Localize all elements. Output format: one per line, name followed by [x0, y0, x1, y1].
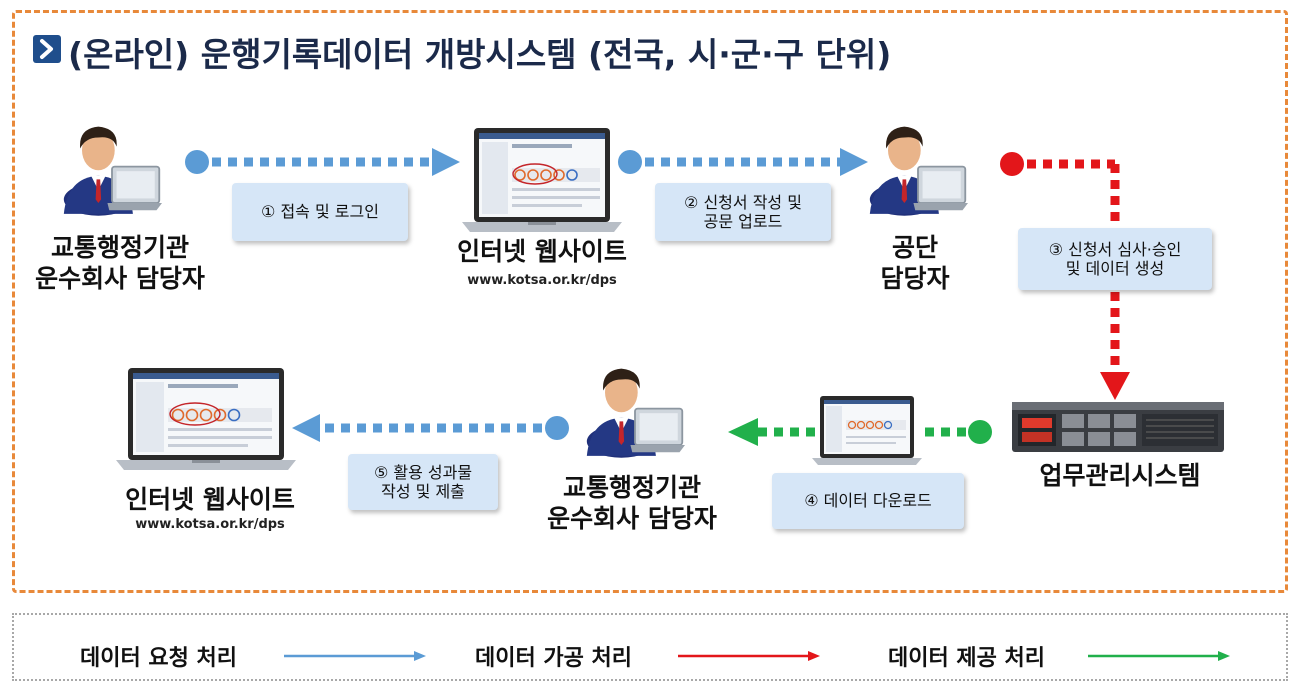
agency-user-icon: [63, 126, 162, 216]
download-laptop-icon: [812, 396, 922, 465]
step-download-text: ④ 데이터 다운로드: [804, 491, 932, 511]
legend-box: [12, 613, 1288, 681]
business-system-label: 업무관리시스템: [1039, 461, 1201, 490]
arrow-application: [618, 148, 868, 176]
chevron-right-icon: [33, 35, 61, 63]
step-application-box: ② 신청서 작성 및 공문 업로드: [655, 183, 831, 241]
agency-user-line1: 교통행정기관: [50, 233, 189, 262]
diagram-frame: [12, 10, 1288, 593]
step-submit-line1: ⑤ 활용 성과물: [373, 462, 473, 482]
website-top-url: www.kotsa.or.kr/dps: [467, 273, 617, 288]
legend-processing-arrow: [678, 651, 820, 661]
step-application-line2: 공문 업로드: [703, 212, 783, 231]
corp-staff-line1: 공단: [891, 233, 938, 262]
legend-provision-arrow: [1088, 651, 1230, 661]
step-review-line1: ③ 신청서 심사·승인: [1048, 239, 1182, 259]
step-application-line1: ② 신청서 작성 및: [684, 192, 802, 212]
agency-user-bottom-line2: 운수회사 담당자: [547, 504, 717, 534]
step-submit-line2: 작성 및 제출: [381, 482, 465, 501]
step-review-box: ③ 신청서 심사·승인 및 데이터 생성: [1018, 228, 1212, 290]
corp-staff-label: 공단 담당자: [860, 232, 970, 295]
agency-user-bottom-line1: 교통행정기관: [562, 473, 701, 502]
step-review-line2: 및 데이터 생성: [1065, 259, 1165, 278]
website-bottom-url: www.kotsa.or.kr/dps: [135, 517, 285, 532]
agency-user-bottom-icon: [586, 368, 685, 458]
legend-request-label: 데이터 요청 처리: [80, 646, 237, 671]
step-login-box: ① 접속 및 로그인: [232, 183, 408, 241]
legend-processing-label: 데이터 가공 처리: [475, 646, 632, 671]
server-icon: [1012, 402, 1224, 452]
agency-user-bottom-label: 교통행정기관 운수회사 담당자: [532, 472, 732, 535]
step-submit-box: ⑤ 활용 성과물 작성 및 제출: [348, 454, 498, 510]
arrow-download: [728, 418, 992, 446]
legend-provision-label: 데이터 제공 처리: [888, 646, 1045, 671]
website-top-label: 인터넷 웹사이트: [457, 237, 627, 266]
website-bottom-label: 인터넷 웹사이트: [125, 485, 295, 514]
corp-staff-line2: 담당자: [880, 264, 950, 294]
arrow-submit: [292, 414, 569, 442]
agency-user-label: 교통행정기관 운수회사 담당자: [25, 232, 215, 295]
diagram-title: (온라인) 운행기록데이터 개방시스템 (전국, 시·군·구 단위): [68, 35, 892, 74]
website-laptop-icon: [462, 128, 622, 232]
legend-request-arrow: [284, 651, 426, 661]
arrow-login: [185, 148, 460, 176]
website-bottom-laptop-icon: [116, 368, 296, 470]
step-login-text: ① 접속 및 로그인: [261, 202, 379, 222]
step-download-box: ④ 데이터 다운로드: [772, 473, 964, 529]
corp-staff-icon: [869, 126, 968, 216]
agency-user-line2: 운수회사 담당자: [35, 264, 205, 294]
